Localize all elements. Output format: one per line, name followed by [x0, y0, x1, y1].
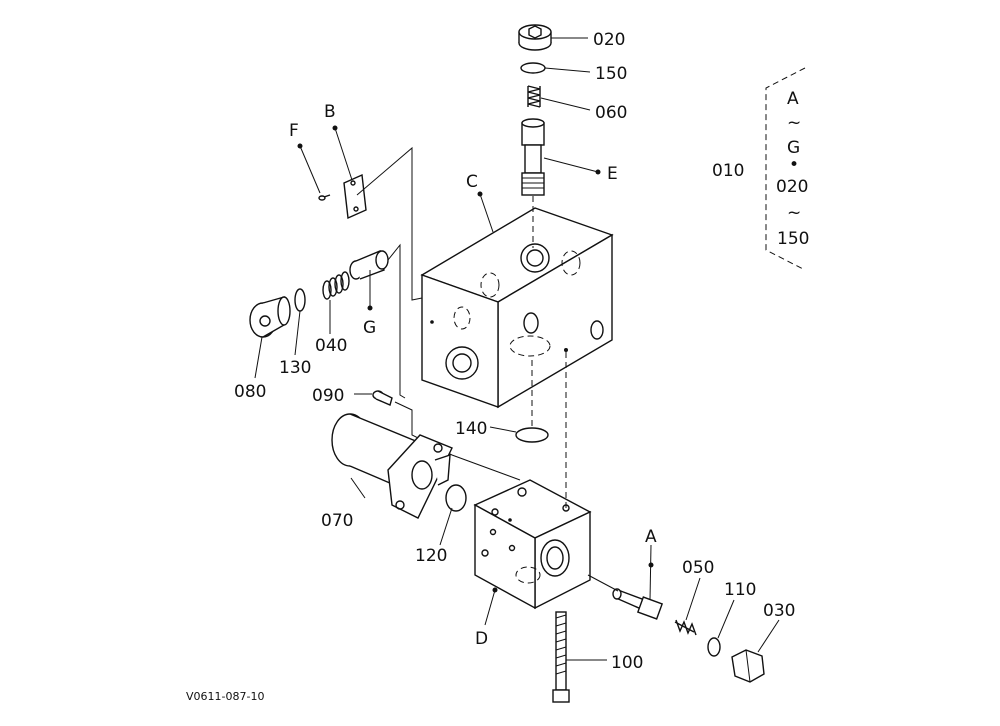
spring-050	[674, 619, 697, 636]
legend-range-start: A	[787, 89, 799, 109]
leader-lines	[254, 37, 780, 661]
label-120: 120	[415, 546, 447, 566]
label-080: 080	[234, 382, 266, 402]
bolt-090	[372, 390, 393, 406]
label-f: F	[289, 121, 299, 141]
cartridge-valve-e	[521, 118, 545, 248]
valve-spool-a	[612, 588, 664, 620]
legend-bracket	[765, 67, 806, 271]
valve-block-upper	[420, 207, 614, 409]
label-e: E	[607, 164, 618, 184]
screw-f	[318, 194, 331, 201]
plug-030	[731, 649, 765, 683]
plug-080	[249, 296, 291, 338]
label-a: A	[645, 527, 657, 547]
legend-tilde-2: ~	[787, 203, 801, 223]
legend-tilde-1: ~	[787, 113, 801, 133]
label-g: G	[363, 318, 376, 338]
o-ring-150	[520, 62, 546, 74]
legend-range-mid: 020	[776, 177, 808, 197]
label-b: B	[324, 102, 336, 122]
label-090: 090	[312, 386, 344, 406]
label-110: 110	[724, 580, 756, 600]
legend-g: G	[787, 138, 800, 158]
label-070: 070	[321, 511, 353, 531]
bolt-100	[552, 611, 570, 703]
o-ring-110	[707, 637, 721, 657]
legend-assembly-number: 010	[712, 161, 744, 181]
legend-range-end: 150	[777, 229, 809, 249]
label-c: C	[466, 172, 478, 192]
spring-040	[322, 271, 350, 300]
cover-plate-b	[343, 173, 367, 220]
o-ring-130	[294, 288, 306, 312]
spring-060	[527, 85, 541, 108]
o-ring-120	[445, 484, 467, 512]
o-ring-140	[515, 427, 549, 443]
label-150: 150	[595, 64, 627, 84]
label-140: 140	[455, 419, 487, 439]
label-d: D	[475, 629, 488, 649]
figure-code: V0611-087-10	[186, 690, 264, 703]
label-020: 020	[593, 30, 625, 50]
label-100: 100	[611, 653, 643, 673]
label-050: 050	[682, 558, 714, 578]
legend-bullet: •	[789, 155, 799, 175]
valve-block-lower	[473, 479, 592, 610]
solenoid-070	[331, 413, 453, 519]
plug-020-top	[518, 24, 552, 51]
label-040: 040	[315, 336, 347, 356]
label-030: 030	[763, 601, 795, 621]
callout-dots	[297, 125, 654, 593]
poppet-g	[349, 250, 389, 280]
label-060: 060	[595, 103, 627, 123]
label-130: 130	[279, 358, 311, 378]
